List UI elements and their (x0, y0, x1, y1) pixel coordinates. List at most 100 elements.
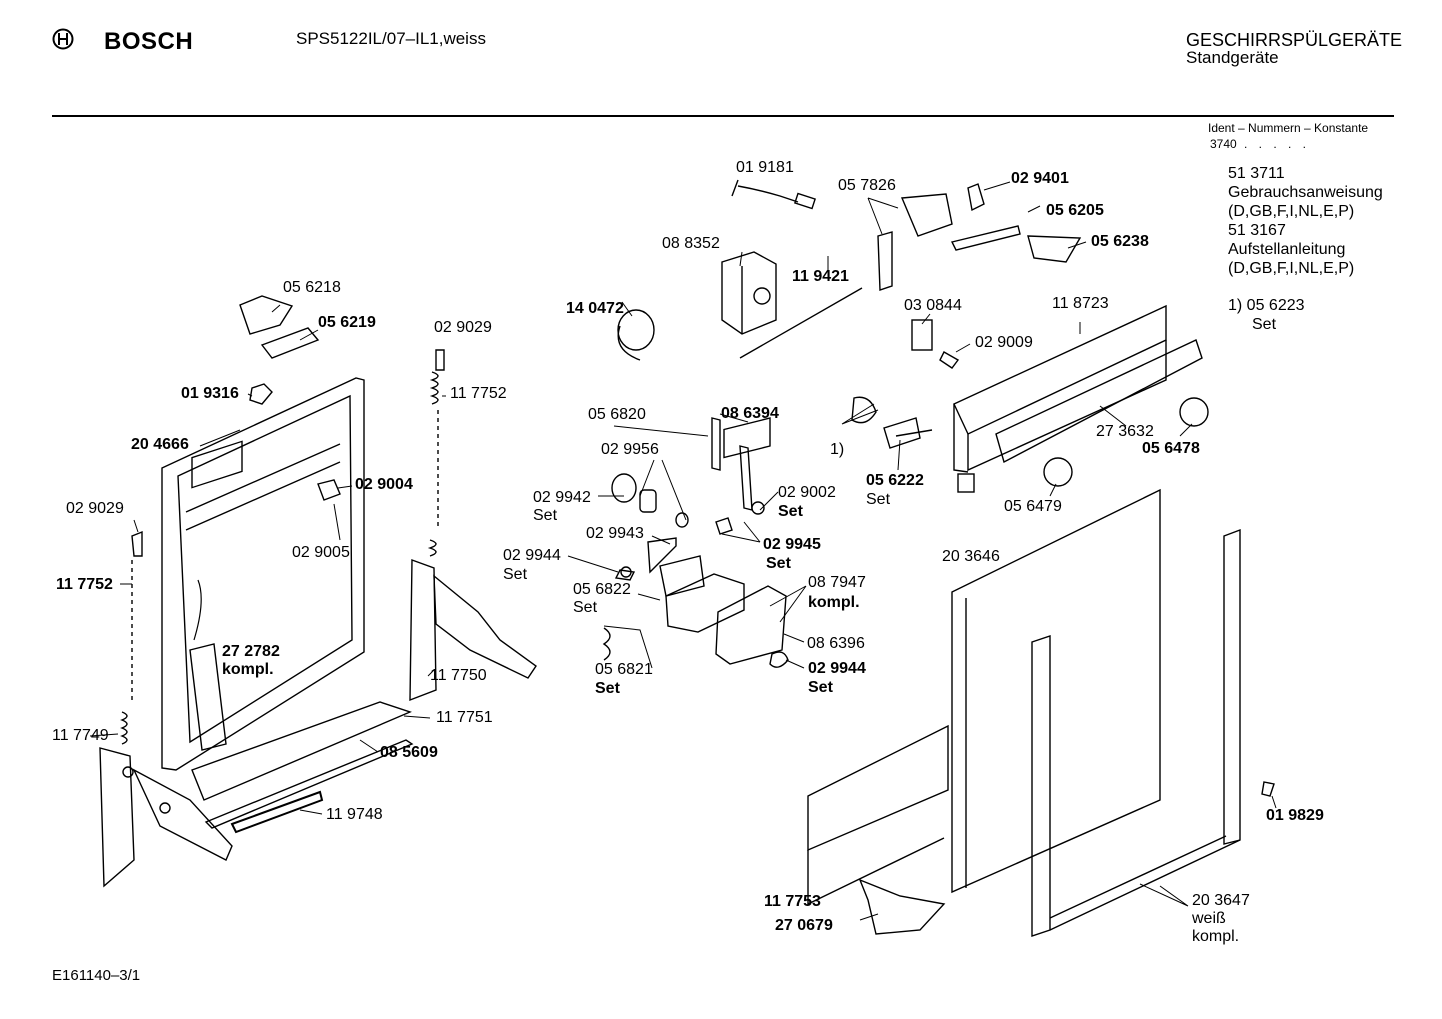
part-label: 02 9944 (503, 547, 561, 564)
side-note: 51 3167 (1228, 222, 1286, 239)
part-label: 11 9421 (792, 268, 849, 285)
part-label: 11 7749 (52, 727, 109, 744)
program-selector-part (721, 251, 777, 335)
part-label: kompl. (222, 661, 274, 678)
part-label: Set (808, 679, 833, 696)
part-label: Set (503, 566, 528, 583)
part-label: 11 7750 (430, 667, 487, 684)
part-label: 11 8723 (1052, 295, 1109, 312)
part-label: 20 4666 (131, 436, 189, 453)
plinth-part (807, 724, 949, 935)
part-label: 02 9002 (778, 484, 836, 501)
right-hinge-part (409, 349, 537, 702)
part-label: 05 6218 (283, 279, 341, 296)
part-label: Set (766, 555, 791, 572)
side-note: (D,GB,F,I,NL,E,P) (1228, 260, 1355, 277)
part-label: 05 6479 (1004, 498, 1062, 515)
side-note: 51 3711 (1228, 165, 1285, 182)
model-number: SPS5122IL/07–IL1,weiss (296, 29, 486, 48)
part-label: 05 6238 (1091, 233, 1149, 250)
door-rails-part (189, 579, 414, 834)
part-label: 01 9181 (736, 159, 794, 176)
leader-lines (89, 181, 1277, 921)
clip-part (249, 383, 273, 405)
part-label: 11 7753 (764, 893, 821, 910)
knob-part (617, 309, 655, 361)
document-code: E161140–3/1 (52, 967, 141, 984)
door-frame-part (161, 377, 365, 771)
button-part (1179, 397, 1209, 427)
part-label: 27 3632 (1096, 423, 1154, 440)
part-label: Set (866, 491, 891, 508)
hinge-clip-part (317, 479, 341, 501)
brand-name: BOSCH (104, 28, 194, 55)
latch-part (239, 295, 320, 359)
header-divider (52, 115, 1394, 117)
housing-part (602, 417, 789, 668)
part-label: 08 5609 (380, 744, 438, 761)
part-label: 03 0844 (904, 297, 962, 314)
part-label: 05 6822 (573, 581, 631, 598)
part-label: Set (778, 503, 803, 520)
latch-set-part (851, 396, 933, 449)
part-label: 05 6820 (588, 406, 646, 423)
part-label: Set (533, 507, 558, 524)
part-label: 02 9942 (533, 489, 591, 506)
ident-number: 3740 (1210, 137, 1237, 151)
part-label: 02 9029 (66, 500, 124, 517)
bosch-logo-icon (52, 28, 74, 50)
part-label: 02 9005 (292, 544, 350, 561)
side-note: 1) 05 6223 (1228, 297, 1305, 314)
subcategory-title: Standgeräte (1186, 48, 1279, 67)
part-label: 05 6478 (1142, 440, 1200, 457)
part-label: 01 9316 (181, 385, 239, 402)
part-label: 05 6205 (1046, 202, 1104, 219)
ident-label: Ident – Nummern – Konstante (1208, 121, 1369, 135)
side-note: Gebrauchsanweisung (1228, 184, 1383, 201)
side-note: Aufstellanleitung (1228, 241, 1346, 258)
switch-part (911, 319, 960, 369)
part-label: 02 9956 (601, 441, 659, 458)
part-label: Set (595, 680, 620, 697)
part-label: 11 7751 (436, 709, 493, 726)
part-label: weiß (1192, 910, 1226, 927)
part-label: 11 7752 (450, 385, 507, 402)
part-label: 02 9944 (808, 660, 866, 677)
side-panel-left-part (951, 488, 1161, 894)
control-panel-part (953, 304, 1203, 493)
part-label: 01 9829 (1266, 807, 1324, 824)
dispenser-part (611, 473, 705, 597)
part-label: 02 9029 (434, 319, 492, 336)
part-label: 02 9943 (586, 525, 644, 542)
side-note: Set (1252, 316, 1277, 333)
part-label: 08 6394 (721, 405, 779, 422)
category-title: GESCHIRRSPÜLGERÄTE (1186, 30, 1403, 50)
part-label: 05 7826 (838, 177, 896, 194)
part-label: 27 0679 (775, 917, 833, 934)
lever-part (877, 183, 1082, 291)
left-hinge-part (99, 530, 233, 888)
part-label: 08 7947 (808, 574, 866, 591)
part-label: kompl. (808, 594, 860, 611)
part-label: 02 9945 (763, 536, 821, 553)
lock-assembly-part (711, 417, 765, 535)
part-label: 11 9748 (326, 806, 383, 823)
button-part (1043, 457, 1073, 487)
side-panel-right-part (1031, 528, 1275, 937)
part-label: 27 2782 (222, 643, 280, 660)
part-label: 14 0472 (566, 300, 624, 317)
part-label: 08 8352 (662, 235, 720, 252)
part-label: 11 7752 (56, 576, 113, 593)
part-label: 08 6396 (807, 635, 865, 652)
ident-dots: . . . . . (1244, 137, 1311, 151)
part-label: 02 9401 (1011, 170, 1069, 187)
part-label: 05 6219 (318, 314, 376, 331)
part-label: 20 3647 (1192, 892, 1250, 909)
part-label: 05 6821 (595, 661, 653, 678)
part-label: 1) (830, 441, 845, 458)
wire-rod-part (739, 287, 863, 359)
side-note: (D,GB,F,I,NL,E,P) (1228, 203, 1355, 220)
part-label: kompl. (1192, 928, 1240, 945)
part-label: 02 9009 (975, 334, 1033, 351)
